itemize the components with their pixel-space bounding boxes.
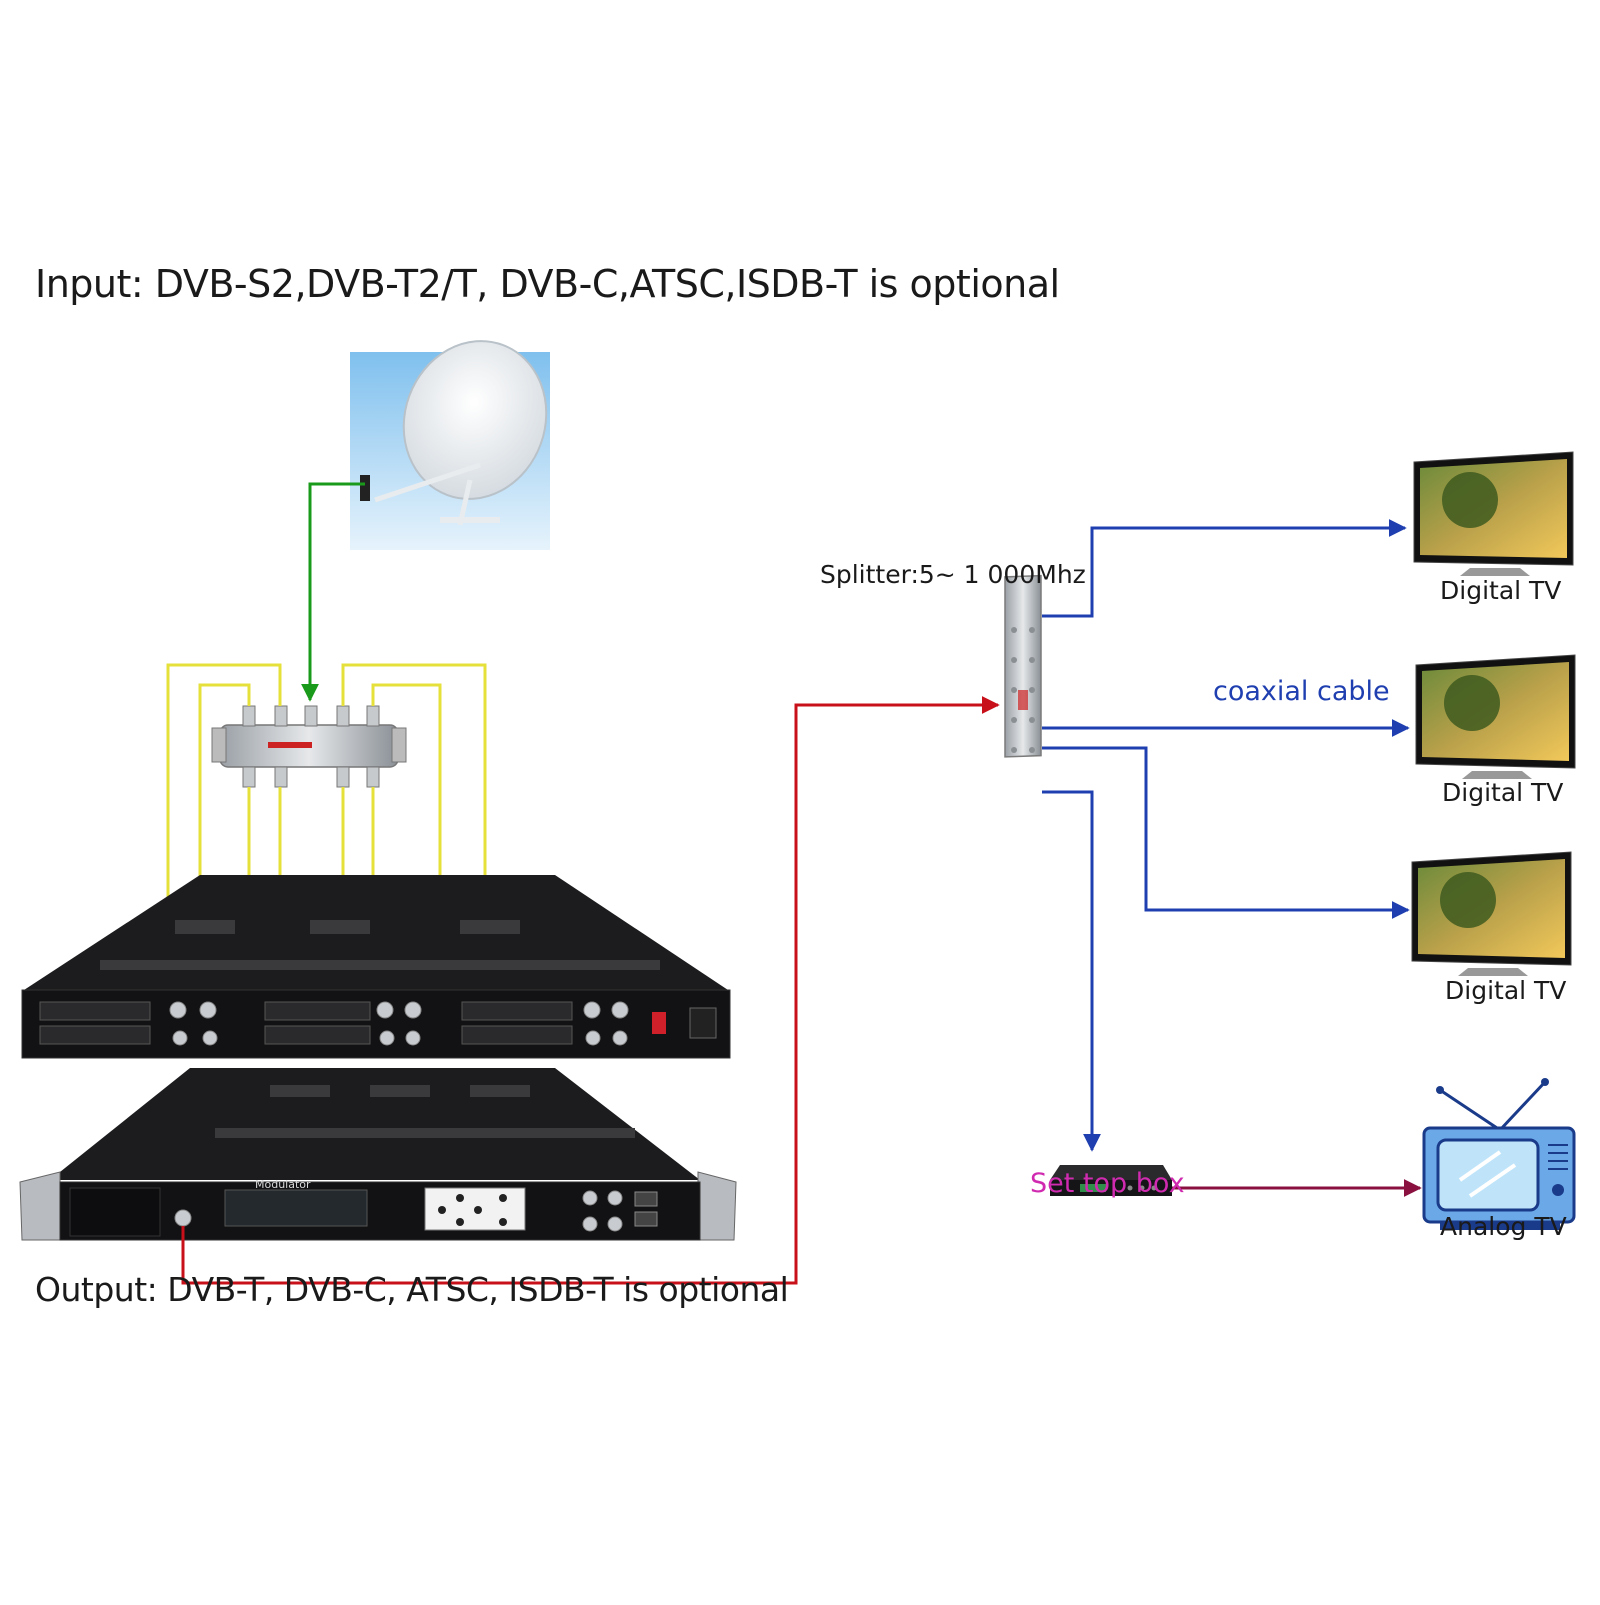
main-splitter <box>1004 574 1042 758</box>
dish-feed-line <box>301 482 365 702</box>
set-top-box <box>1050 1165 1172 1196</box>
output-title: Output: DVB-T, DVB-C, ATSC, ISDB-T is op… <box>35 1270 789 1309</box>
small-splitter <box>211 705 407 788</box>
set-top-box-label: Set top box <box>1030 1168 1185 1199</box>
digital-tv-label-3: Digital TV <box>1445 976 1567 1005</box>
digital-tv-1 <box>1413 451 1574 576</box>
digital-tv-label-2: Digital TV <box>1442 778 1564 807</box>
modulator-rack-unit: Modulator <box>19 1068 737 1241</box>
analog-tv-label: Analog TV <box>1440 1212 1567 1241</box>
modulator-label: Modulator <box>255 1178 311 1191</box>
coax-label: coaxial cable <box>1213 676 1390 707</box>
input-title: Input: DVB-S2,DVB-T2/T, DVB-C,ATSC,ISDB-… <box>35 262 1060 306</box>
coax-lines <box>1042 519 1410 1152</box>
analog-tv-icon <box>1422 1078 1576 1230</box>
modulator-output-line <box>181 696 1000 1285</box>
digital-tv-2 <box>1415 654 1576 779</box>
digital-tv-3 <box>1411 851 1572 976</box>
splitter-label: Splitter:5~ 1 000Mhz <box>820 560 1086 589</box>
satellite-dish-image <box>350 340 550 550</box>
receiver-rack-unit <box>21 875 731 1059</box>
digital-tv-label-1: Digital TV <box>1440 576 1562 605</box>
